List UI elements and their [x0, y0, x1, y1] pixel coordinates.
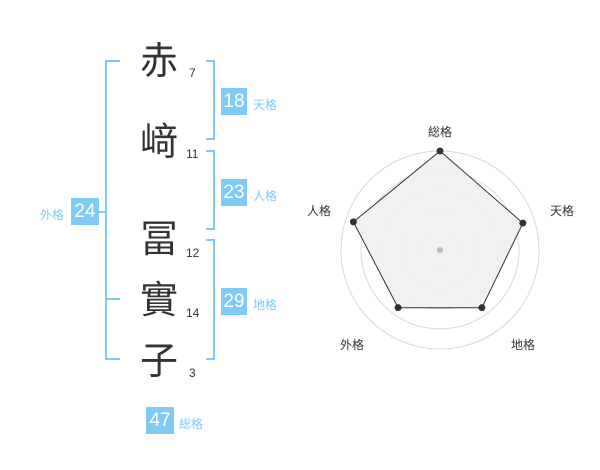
radar-label-chikaku: 地格 [511, 338, 536, 352]
jinkaku-label: 人格 [253, 189, 278, 203]
name-char-3: 冨 [140, 217, 179, 261]
stroke-count-4: 14 [186, 306, 200, 320]
stroke-count-3: 12 [186, 246, 200, 260]
stroke-count-5: 3 [189, 366, 196, 380]
name-char-2: 﨑 [140, 120, 179, 164]
tenkaku-bracket [206, 60, 215, 140]
chikaku-bracket [206, 239, 215, 360]
radar-points [349, 147, 527, 312]
chikaku-label: 地格 [253, 298, 278, 312]
jinkaku-bracket [206, 150, 215, 230]
stroke-count-2: 11 [186, 147, 199, 161]
radar-point-2 [519, 219, 527, 227]
chikaku-badge: 29 [221, 288, 247, 315]
radar-label-gaikaku: 外格 [340, 338, 365, 352]
radar-center-dot [437, 247, 443, 253]
stroke-count-1: 7 [189, 66, 196, 80]
radar-point-3 [478, 304, 486, 312]
tenkaku-label: 天格 [253, 98, 278, 112]
radar-label-tenkaku: 天格 [550, 204, 575, 218]
radar-polygon [352, 150, 524, 309]
radar-label-jinkaku: 人格 [307, 204, 332, 218]
name-char-4: 實 [140, 278, 179, 322]
name-char-5: 子 [140, 339, 179, 383]
soukaku-label: 総格 [179, 417, 204, 431]
tenkaku-badge: 18 [221, 88, 247, 115]
gaikaku-bracket [105, 60, 120, 360]
jinkaku-badge: 23 [221, 179, 247, 206]
radar-label-soukaku: 総格 [428, 125, 453, 139]
gaikaku-label: 外格 [40, 208, 65, 222]
name-char-1: 赤 [140, 39, 179, 83]
radar-point-5 [349, 218, 357, 226]
radar-point-4 [394, 304, 402, 312]
radar-point-1 [436, 147, 444, 155]
soukaku-badge: 47 [146, 407, 174, 434]
gaikaku-badge: 24 [71, 198, 99, 225]
